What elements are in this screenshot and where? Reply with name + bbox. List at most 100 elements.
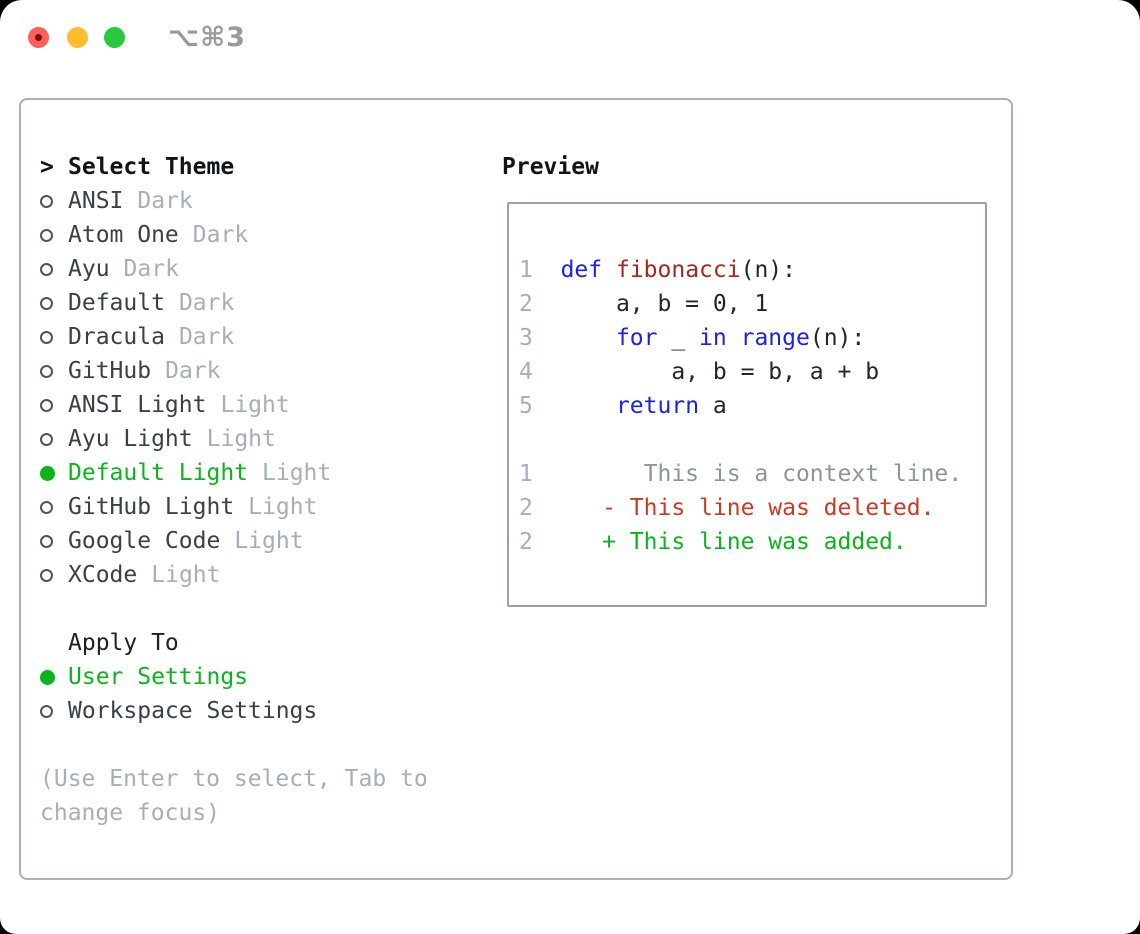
close-button[interactable] [28, 27, 49, 48]
apply-option-workspace-settings[interactable]: Workspace Settings [40, 694, 480, 728]
code-token-p: _ [657, 325, 700, 351]
radio-selected-icon [40, 669, 55, 685]
theme-item-dracula[interactable]: Dracula Dark [40, 320, 480, 354]
theme-item-atom-one[interactable]: Atom One Dark [40, 218, 480, 252]
code-token-kw: range [740, 325, 810, 351]
theme-item-ansi-light[interactable]: ANSI Light Light [40, 388, 480, 422]
spacer [40, 728, 480, 762]
theme-name: XCode [68, 562, 138, 588]
line-number: 2 [519, 291, 533, 317]
select-theme-heading-label: Select Theme [68, 154, 235, 180]
code-token-del: - This line was deleted. [532, 495, 935, 521]
theme-variant: Light [220, 392, 290, 418]
theme-variant: Dark [178, 290, 235, 316]
theme-item-ayu-light[interactable]: Ayu Light Light [40, 422, 480, 456]
line-number: 3 [519, 325, 533, 351]
radio-icon [40, 330, 53, 344]
code-token-p: a [699, 393, 727, 419]
close-dot-icon [35, 34, 42, 41]
theme-name: ANSI Light [68, 392, 207, 418]
theme-name: Atom One [68, 222, 179, 248]
theme-variant: Light [262, 460, 332, 486]
radio-selected-icon [40, 465, 55, 481]
apply-to-heading-label: Apply To [68, 630, 179, 656]
line-number: 2 [519, 529, 533, 555]
code-line: 3 for _ in range(n): [519, 321, 962, 355]
radio-icon [40, 262, 53, 276]
theme-name: Google Code [68, 528, 221, 554]
code-line: 2 - This line was deleted. [519, 491, 962, 525]
theme-variant: Dark [192, 222, 249, 248]
theme-name: GitHub [68, 358, 152, 384]
radio-icon [40, 364, 53, 378]
radio-icon [40, 500, 53, 514]
radio-icon [40, 568, 53, 582]
code-line: 5 return a [519, 389, 962, 423]
code-line: 1 This is a context line. [519, 457, 962, 491]
code-line [519, 423, 962, 457]
theme-variant: Dark [137, 188, 193, 214]
theme-variant: Dark [123, 256, 179, 282]
radio-icon [40, 398, 53, 412]
code-token-p [533, 257, 561, 283]
code-token-kw: in [699, 325, 727, 351]
code-token-ctx: This is a context line. [532, 461, 963, 487]
theme-variant: Dark [178, 324, 235, 350]
radio-icon [40, 194, 53, 208]
line-number: 5 [519, 393, 533, 419]
code-token-add: + This line was added. [532, 529, 907, 555]
code-line: 1 def fibonacci(n): [519, 253, 962, 287]
code-line: 2 a, b = 0, 1 [519, 287, 962, 321]
code-token-p: (n): [740, 257, 796, 283]
code-token-kw: def [560, 257, 603, 283]
window-title: ⌥⌘3 [168, 22, 246, 53]
theme-item-google-code[interactable]: Google Code Light [40, 524, 480, 558]
apply-option-label: User Settings [68, 664, 249, 690]
theme-item-xcode[interactable]: XCode Light [40, 558, 480, 592]
code-token-p [602, 257, 616, 283]
radio-icon [40, 296, 53, 310]
radio-icon [40, 228, 53, 242]
focus-caret-icon: > [40, 154, 54, 180]
select-theme-heading: > Select Theme [40, 150, 480, 184]
theme-variant: Dark [165, 358, 221, 384]
theme-name: Default Light [68, 460, 249, 486]
radio-icon [40, 432, 53, 446]
code-token-p: a, b = 0, 1 [532, 291, 769, 317]
theme-name: Ayu Light [68, 426, 193, 452]
theme-variant: Light [151, 562, 221, 588]
theme-variant: Light [234, 528, 304, 554]
theme-name: Dracula [68, 324, 165, 350]
code-token-fn: fibonacci [615, 257, 741, 283]
line-number: 4 [519, 359, 533, 385]
theme-name: Ayu [68, 256, 110, 282]
theme-item-github[interactable]: GitHub Dark [40, 354, 480, 388]
code-line: 2 + This line was added. [519, 525, 962, 559]
spacer [40, 592, 480, 626]
theme-item-ayu[interactable]: Ayu Dark [40, 252, 480, 286]
help-text: (Use Enter to select, Tab to change focu… [40, 766, 428, 826]
theme-item-default-light[interactable]: Default Light Light [40, 456, 480, 490]
radio-icon [40, 704, 53, 718]
line-number: 1 [519, 257, 533, 283]
theme-name: GitHub Light [68, 494, 235, 520]
apply-option-label: Workspace Settings [68, 698, 318, 724]
preview-heading: Preview [502, 154, 599, 180]
code-line: 4 a, b = b, a + b [519, 355, 962, 389]
minimize-button[interactable] [67, 27, 88, 48]
theme-variant: Light [206, 426, 276, 452]
radio-icon [40, 534, 53, 548]
apply-option-user-settings[interactable]: User Settings [40, 660, 480, 694]
line-number: 1 [519, 461, 533, 487]
zoom-button[interactable] [104, 27, 125, 48]
